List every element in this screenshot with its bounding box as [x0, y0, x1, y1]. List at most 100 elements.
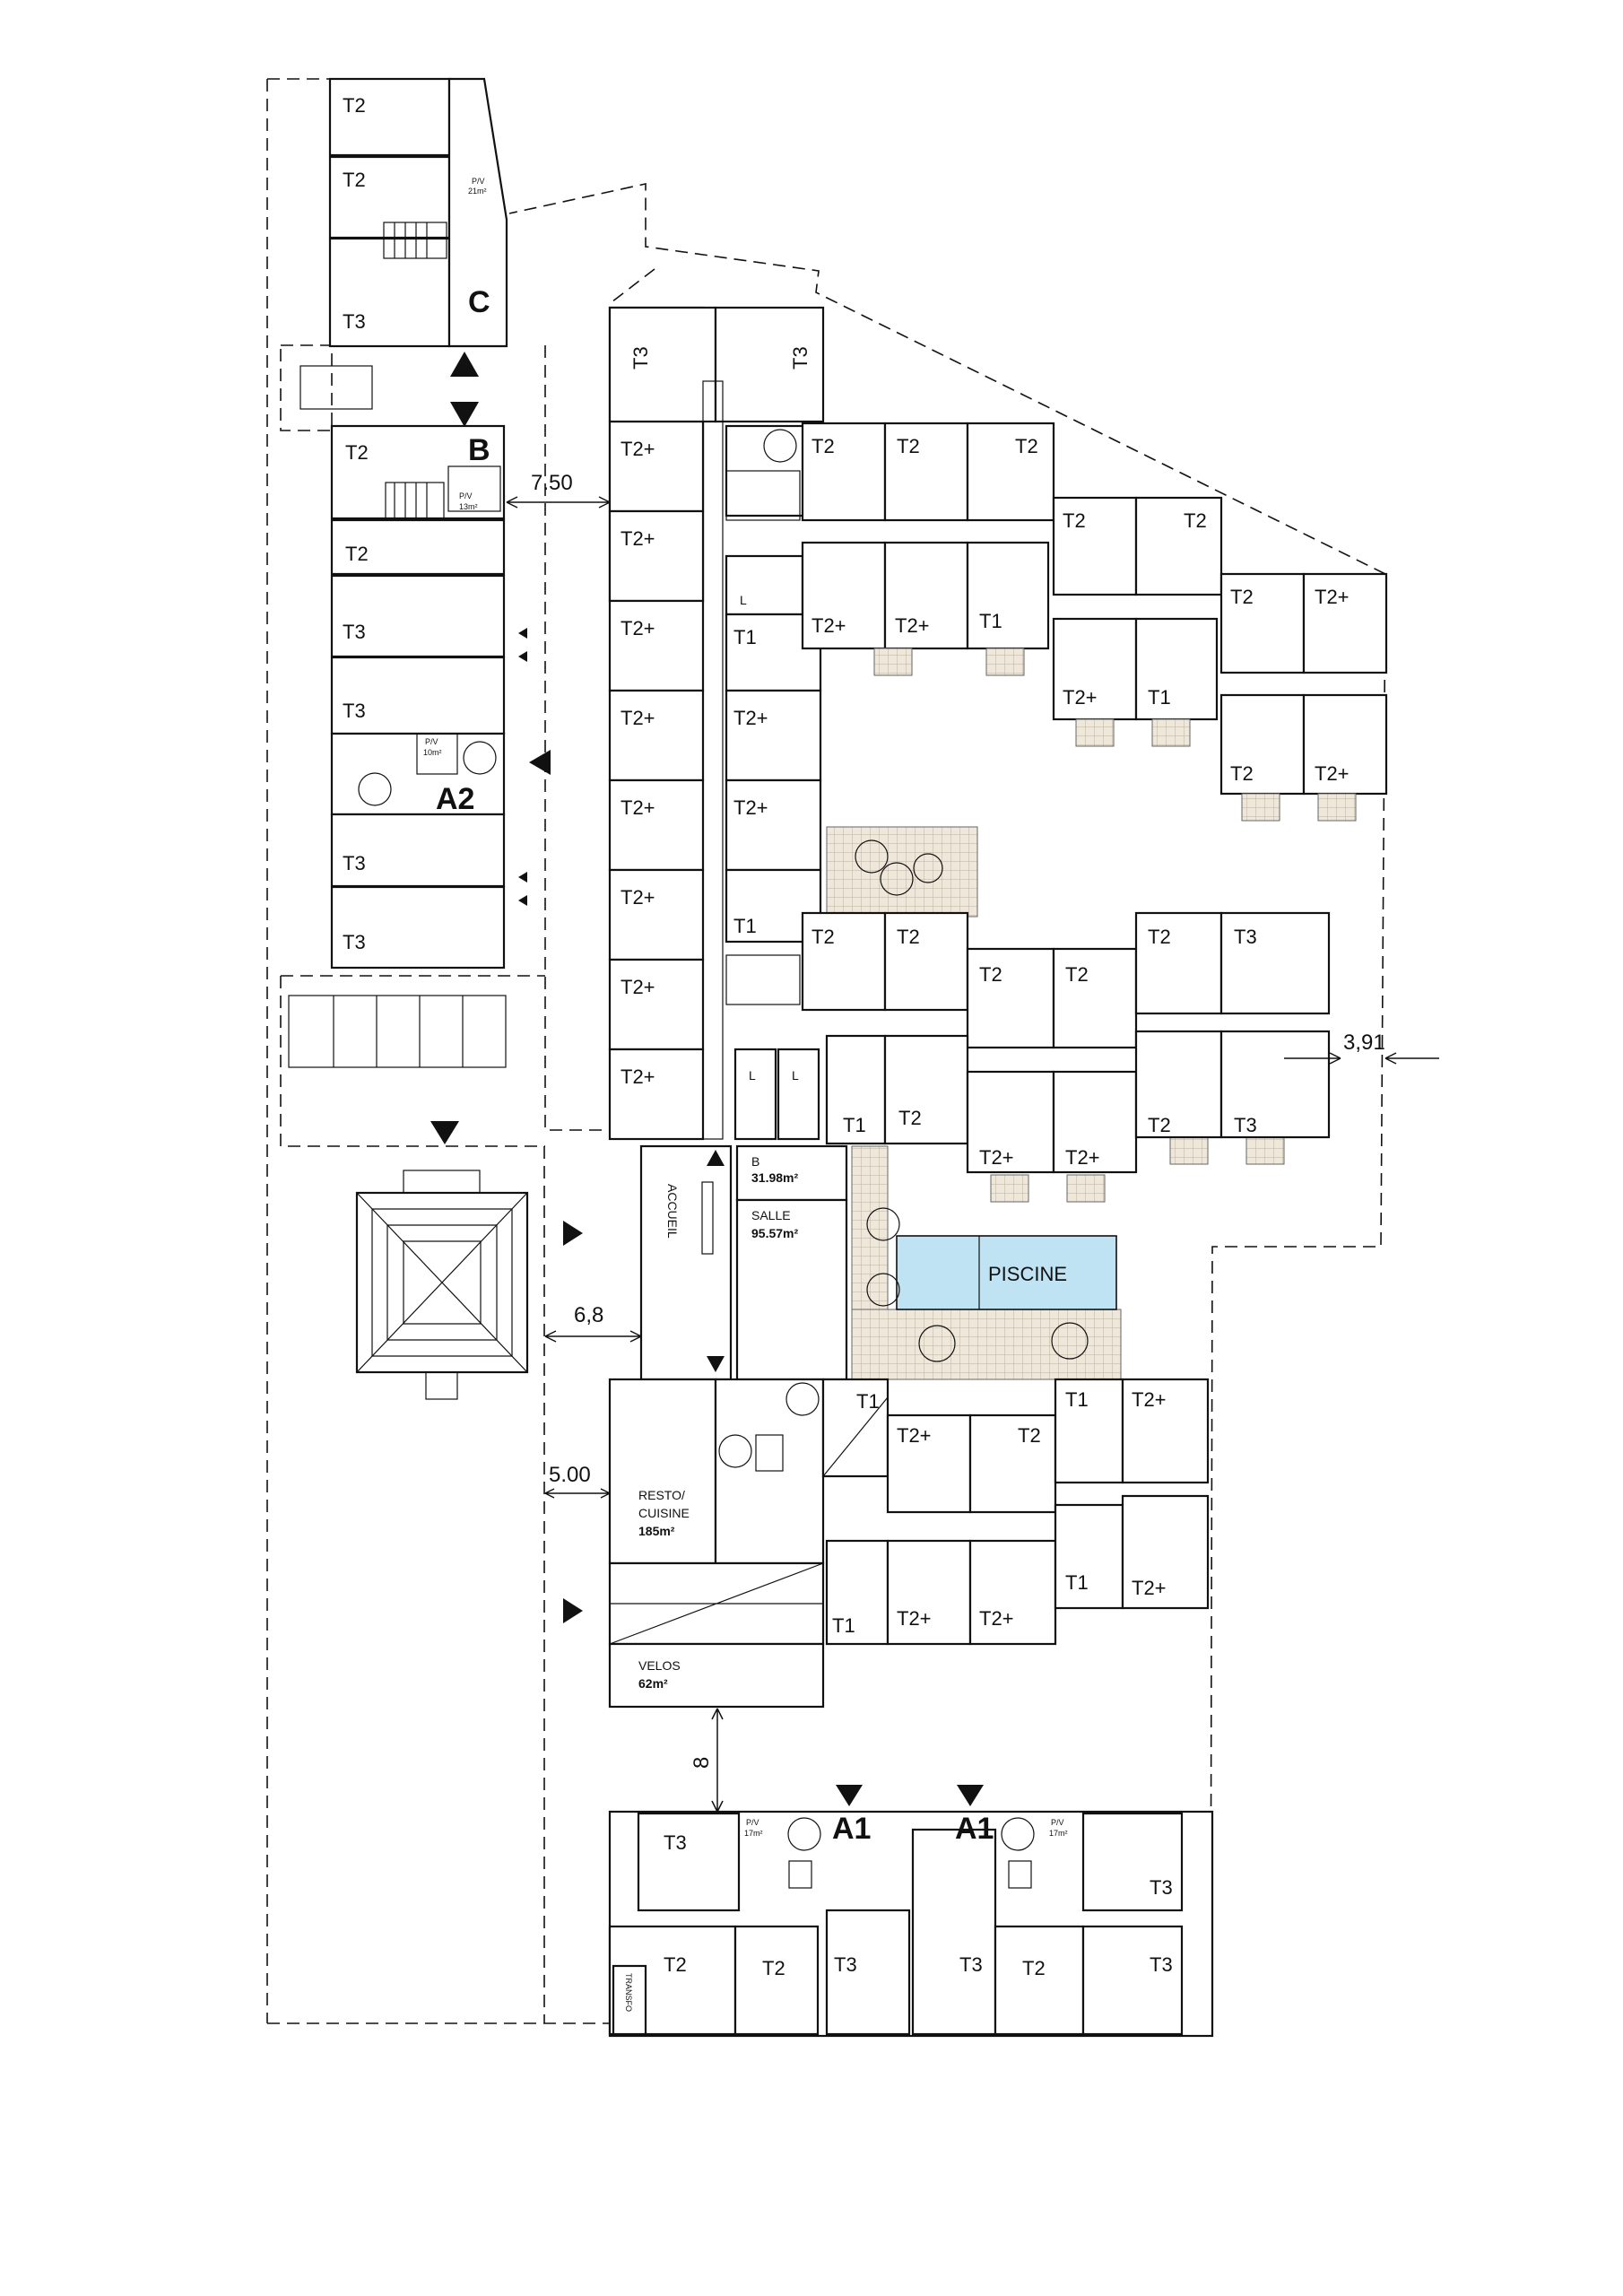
unit-label: T3 [343, 310, 366, 333]
unit-label: T1 [1148, 686, 1171, 709]
dimension-label: 7.50 [531, 471, 573, 495]
unit-label: T2+ [621, 796, 655, 819]
main-upper-right [801, 422, 1388, 796]
unit-label: T1 [1065, 1571, 1089, 1594]
unit-label: T1 [832, 1614, 855, 1637]
unit-label: T2 [1184, 509, 1207, 532]
pv-area: 13m² [459, 502, 478, 511]
unit-label: T3 [343, 700, 366, 722]
balconies [873, 648, 1357, 1203]
unit-label: T1 [733, 626, 757, 648]
velos-label: VELOS [638, 1658, 681, 1673]
unit-label: T2 [1065, 963, 1089, 986]
unit-label: T2 [1230, 586, 1254, 608]
salle-label: SALLE [751, 1208, 791, 1222]
unit-label: T1 [1065, 1388, 1089, 1411]
accueil-label: ACCUEIL [665, 1184, 680, 1239]
pavilion [355, 1170, 529, 1400]
unit-label: T2 [343, 169, 366, 191]
unit-label: T2+ [621, 1065, 655, 1088]
site-boundary [266, 78, 1386, 2024]
pv-label: P/V [746, 1818, 759, 1827]
terrace [826, 826, 978, 918]
piscine-label: PISCINE [988, 1263, 1067, 1285]
unit-label: T2 [897, 926, 920, 948]
unit-label: T2+ [621, 527, 655, 550]
unit-label: T2 [762, 1957, 785, 1979]
pv-area: 17m² [744, 1829, 763, 1838]
main-middle-right [801, 911, 1331, 1174]
unit-label: T2+ [621, 886, 655, 909]
dimension-label: 3,91 [1343, 1031, 1385, 1055]
building-a2 [330, 732, 506, 970]
linen-room-label: L [740, 593, 747, 607]
pv-label: P/V [1051, 1818, 1064, 1827]
linen-room-label: L [792, 1068, 799, 1083]
unit-label: T1 [843, 1114, 866, 1136]
unit-label: T2+ [621, 976, 655, 998]
unit-label: T2 [897, 435, 920, 457]
building-a1-letter: A1 [955, 1812, 994, 1846]
unit-label: T2 [1015, 435, 1038, 457]
unit-label: T2+ [621, 617, 655, 639]
dimension-label: 5.00 [549, 1463, 591, 1487]
pv-label: P/V [472, 177, 485, 186]
unit-label: T2 [1148, 926, 1171, 948]
unit-label: T3 [1150, 1953, 1173, 1976]
dimension-lines [506, 496, 1439, 1813]
pv-label: P/V [459, 491, 473, 500]
unit-label: T2 [898, 1107, 922, 1129]
pv-area: 21m² [468, 187, 487, 196]
unit-label: T2+ [1063, 686, 1098, 709]
unit-label: T2 [1230, 762, 1254, 785]
unit-label: T1 [979, 610, 1002, 632]
unit-label: T2+ [979, 1607, 1014, 1630]
unit-label: T2+ [812, 614, 846, 637]
building-a1 [608, 1810, 1214, 2038]
unit-label: T2 [1022, 1957, 1046, 1979]
unit-label: T2 [664, 1953, 687, 1976]
unit-label: T2+ [979, 1146, 1014, 1169]
transfo-label: TRANSFO [624, 1973, 633, 2012]
resto-label: CUISINE [638, 1506, 690, 1520]
parking-spot-top [299, 365, 373, 410]
unit-label: T2 [1063, 509, 1086, 532]
main-lower [608, 1378, 1210, 1709]
unit-label: T3 [629, 346, 652, 370]
main-left-wing [608, 306, 825, 1141]
unit-label: T2 [343, 94, 366, 117]
unit-label: T3 [834, 1953, 857, 1976]
unit-label: T2+ [897, 1424, 932, 1447]
dimension-label: 6,8 [574, 1303, 603, 1327]
unit-label: T2 [1018, 1424, 1041, 1447]
entrance-markers [430, 352, 984, 1806]
building-b-letter: B [468, 433, 490, 467]
unit-label: T2 [812, 435, 835, 457]
parking-bays [288, 995, 507, 1068]
unit-label: T3 [1150, 1876, 1173, 1899]
unit-label: T2+ [895, 614, 930, 637]
pv-area: 17m² [1049, 1829, 1068, 1838]
dimension-label: 8 [690, 1757, 714, 1769]
unit-label: T2+ [733, 707, 768, 729]
building-c-letter: C [468, 285, 490, 319]
unit-label: T2+ [1315, 762, 1350, 785]
unit-label: T3 [1234, 1114, 1257, 1136]
unit-label: T3 [664, 1831, 687, 1854]
unit-label: T2+ [733, 796, 768, 819]
unit-label: T2+ [621, 707, 655, 729]
bar-area: 31.98m² [751, 1170, 798, 1185]
unit-label: T2 [345, 543, 369, 565]
main-inner-column [725, 424, 822, 1141]
building-a1-letter: A1 [832, 1812, 871, 1846]
unit-label: T3 [959, 1953, 983, 1976]
velos-area: 62m² [638, 1676, 668, 1691]
unit-label: T2+ [1315, 586, 1350, 608]
unit-label: T1 [733, 915, 757, 937]
pv-label: P/V [425, 737, 438, 746]
unit-label: T2 [979, 963, 1002, 986]
resto-label: RESTO/ [638, 1488, 685, 1502]
unit-label: T3 [1234, 926, 1257, 948]
common-areas [639, 1144, 1122, 1381]
